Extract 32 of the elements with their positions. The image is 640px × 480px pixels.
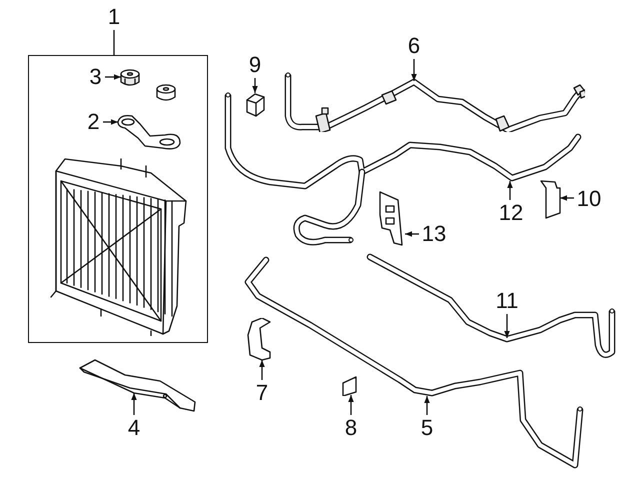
- leader-line: [105, 74, 121, 80]
- leader-line: [348, 395, 354, 415]
- callout-number: 10: [575, 186, 603, 212]
- leader-line: [504, 314, 510, 338]
- callout-number: 2: [86, 108, 102, 134]
- leader-line: [252, 78, 258, 93]
- grommet-drawing: [120, 68, 140, 86]
- callout-number: 3: [88, 64, 104, 90]
- callout-number: 13: [420, 221, 448, 247]
- leader-line: [259, 360, 265, 380]
- leader-line: [411, 59, 417, 81]
- callout-number: 7: [254, 380, 270, 406]
- leader-line: [131, 393, 137, 415]
- callout-number: 4: [126, 415, 142, 441]
- leader-line: [103, 119, 118, 125]
- leader-line: [424, 396, 430, 415]
- clip-drawing: [538, 178, 562, 220]
- clip-drawing: [245, 318, 272, 362]
- callout-number: 9: [247, 52, 263, 78]
- kit-frame: [28, 55, 208, 343]
- leader-line: [560, 195, 574, 201]
- callout-number: 8: [343, 415, 359, 441]
- callout-number: 12: [498, 200, 524, 226]
- clip-drawing: [245, 93, 265, 117]
- leader-line: [113, 30, 115, 55]
- callout-number: 6: [406, 33, 422, 59]
- callout-number: 11: [494, 288, 520, 314]
- callout-number: 5: [419, 415, 435, 441]
- pad-drawing: [342, 376, 358, 396]
- leader-line: [507, 181, 513, 200]
- callout-number: 1: [106, 4, 122, 30]
- leader-line: [405, 231, 419, 237]
